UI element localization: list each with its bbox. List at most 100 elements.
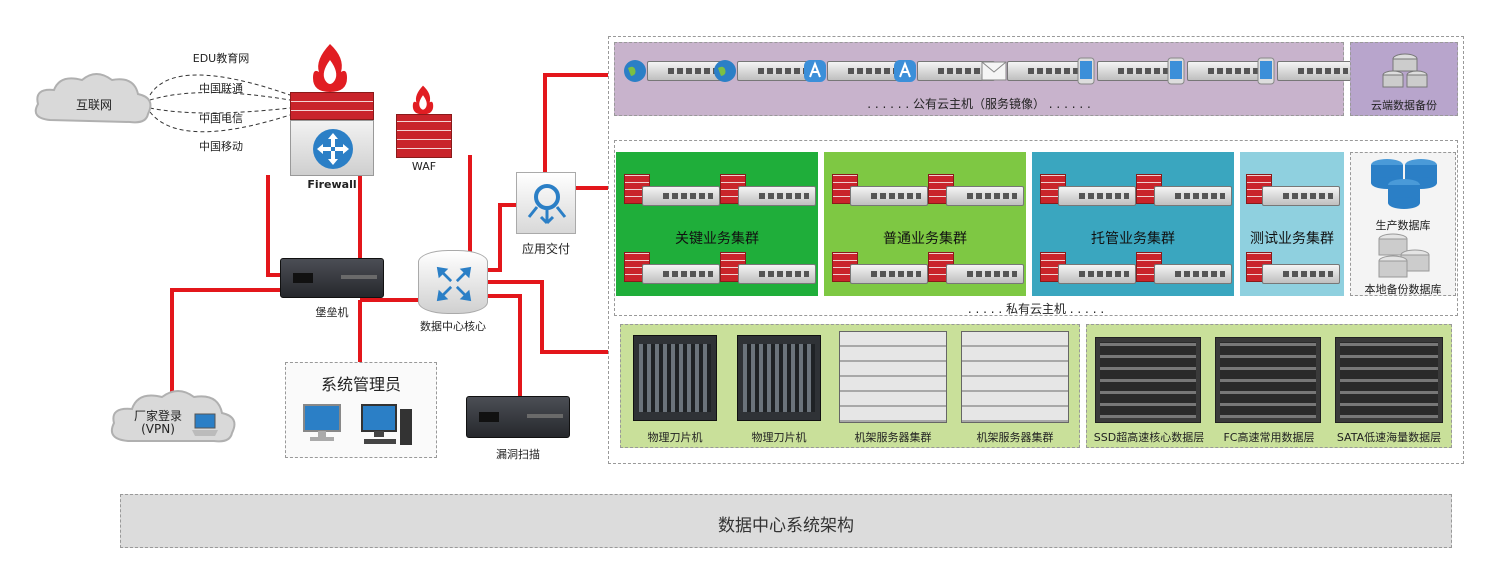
globe-icon (624, 60, 646, 82)
core-switch (418, 250, 488, 314)
compute-label-3: 机架服务器集群 (854, 431, 932, 444)
production-db-label: 生产数据库 (1375, 219, 1431, 232)
public-server-5 (1007, 61, 1085, 81)
cluster-critical: 关键业务集群 (616, 152, 818, 296)
rack-server-cluster-2 (961, 331, 1069, 423)
firewall-label: Firewall (307, 178, 357, 191)
wire-core-hardware (488, 280, 615, 354)
laptop-icon (192, 413, 218, 436)
cluster-hosted: 托管业务集群 (1032, 152, 1234, 296)
app-delivery-device (516, 172, 576, 234)
cluster-server (1058, 264, 1136, 284)
storage-panel: SSD超高速核心数据层 FC高速常用数据层 SATA低速海量数据层 (1086, 324, 1452, 448)
cluster-test: 测试业务集群 (1240, 152, 1344, 296)
isp-label-unicom: 中国联通 (199, 82, 243, 95)
mail-icon (981, 61, 1007, 81)
firewall-router (290, 120, 374, 176)
waf-wall (396, 114, 452, 158)
cluster-server (1058, 186, 1136, 206)
wire-core-appdelivery (488, 203, 516, 272)
storage-array-ssd (1095, 337, 1201, 423)
cluster-server (738, 264, 816, 284)
blade-chassis-2 (737, 335, 821, 421)
blade-chassis-1 (633, 335, 717, 421)
vpn-label: 厂家登录 (VPN) (133, 409, 182, 436)
tablet-icon (1167, 57, 1185, 85)
cluster-server (946, 264, 1024, 284)
public-cloud-label: . . . . . . 公有云主机（服务镜像） . . . . . . (867, 97, 1091, 111)
storage-array-sata (1335, 337, 1443, 423)
app-store-icon (894, 60, 916, 82)
storage-label-ssd: SSD超高速核心数据层 (1093, 431, 1205, 444)
compute-label-4: 机架服务器集群 (976, 431, 1054, 444)
storage-array-fc (1215, 337, 1321, 423)
isp-arc-telecom (149, 107, 291, 114)
phone-icon (1257, 57, 1275, 85)
public-server-7 (1187, 61, 1265, 81)
cluster-server (1262, 186, 1340, 206)
rack-server-cluster-1 (839, 331, 947, 423)
cluster-server (850, 186, 928, 206)
cluster-server (642, 186, 720, 206)
compute-label-1: 物理刀片机 (647, 431, 703, 444)
backup-database-icon (1378, 233, 1430, 278)
cloud-backup-label: 云端数据备份 (1371, 99, 1437, 112)
vuln-scan-device (466, 396, 570, 438)
backup-db-label: 本地备份数据库 (1364, 283, 1442, 296)
internet-label: 互联网 (75, 98, 112, 112)
firewall-wall (290, 92, 374, 120)
private-cloud-label: . . . . . 私有云主机 . . . . . (967, 302, 1105, 316)
cluster-server (946, 186, 1024, 206)
cluster-normal-label: 普通业务集群 (883, 231, 967, 247)
wire-core-vulnscan (488, 294, 522, 396)
app-store-icon (804, 60, 826, 82)
router-arrows-icon (313, 129, 353, 169)
cluster-server (1154, 264, 1232, 284)
admin-panel: 系统管理员 (285, 362, 437, 458)
wire-bastion-vpn (170, 288, 290, 400)
isp-arc-edu (149, 74, 291, 96)
cluster-server (1154, 186, 1232, 206)
search-delivery-icon (527, 184, 567, 225)
compute-label-2: 物理刀片机 (751, 431, 807, 444)
cluster-critical-label: 关键业务集群 (675, 231, 759, 247)
admin-label: 系统管理员 (320, 375, 401, 394)
flame-icon (313, 44, 347, 92)
footer-title: 数据中心系统架构 (718, 516, 854, 536)
isp-arc-mobile (149, 111, 291, 133)
vpn-cloud-icon (110, 390, 236, 443)
storage-label-sata: SATA低速海量数据层 (1336, 431, 1442, 444)
public-cloud-panel: . . . . . . 公有云主机（服务镜像） . . . . . . (614, 42, 1355, 116)
footer-bar: 数据中心系统架构 (120, 494, 1452, 548)
core-arrows-icon (436, 266, 472, 302)
vuln-scan-label: 漏洞扫描 (496, 448, 540, 461)
isp-arc-unicom (149, 92, 291, 101)
storage-label-fc: FC高速常用数据层 (1223, 431, 1315, 444)
waf-flame-icon (412, 85, 434, 115)
core-label: 数据中心核心 (420, 320, 486, 333)
bastion-label: 堡垒机 (315, 306, 349, 319)
public-server-8 (1277, 61, 1355, 81)
globe-icon (714, 60, 736, 82)
public-server-6 (1097, 61, 1175, 81)
database-panel: 生产数据库 本地备份数据库 (1350, 152, 1456, 296)
cluster-server (738, 186, 816, 206)
bastion-device (280, 258, 384, 298)
internet-cloud-icon (34, 73, 152, 124)
workstation-icon (361, 404, 412, 445)
cluster-server (1262, 264, 1340, 284)
cluster-server (850, 264, 928, 284)
wire-appdelivery-public (543, 73, 615, 172)
cluster-hosted-label: 托管业务集群 (1091, 231, 1175, 247)
phone-icon (1077, 57, 1095, 85)
cluster-test-label: 测试业务集群 (1250, 231, 1334, 247)
isp-label-edu: EDU教育网 (192, 52, 250, 65)
app-delivery-label: 应用交付 (521, 242, 570, 256)
waf-label: WAF (411, 160, 437, 173)
cluster-server (642, 264, 720, 284)
isp-label-telecom: 中国电信 (199, 112, 243, 125)
database-stack-icon (1382, 53, 1428, 88)
production-database-icon (1371, 159, 1437, 209)
compute-panel: 物理刀片机 物理刀片机 机架服务器集群 机架服务器集群 (620, 324, 1080, 448)
public-server-4 (917, 61, 995, 81)
